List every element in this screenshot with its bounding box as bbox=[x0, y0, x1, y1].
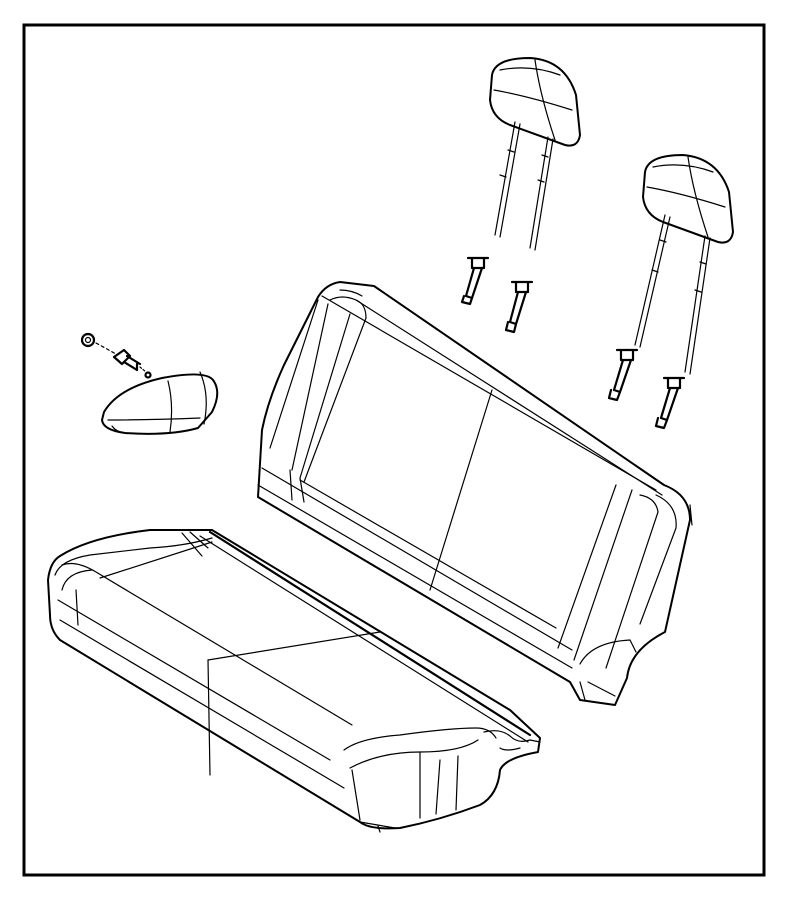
seat-back[interactable] bbox=[257, 281, 693, 706]
headrest-right-guide-2 bbox=[654, 376, 686, 430]
headrest-left-guide-1 bbox=[460, 256, 490, 306]
headrest-left[interactable] bbox=[489, 57, 581, 251]
diagram-border bbox=[22, 23, 766, 877]
seat-cushion[interactable] bbox=[47, 529, 541, 833]
armrest[interactable] bbox=[101, 371, 219, 435]
headrest-right[interactable] bbox=[634, 154, 734, 375]
headrest-left-guide-2 bbox=[504, 280, 534, 334]
headrest-right-guide-1 bbox=[607, 348, 639, 402]
fastener-set bbox=[80, 332, 152, 379]
